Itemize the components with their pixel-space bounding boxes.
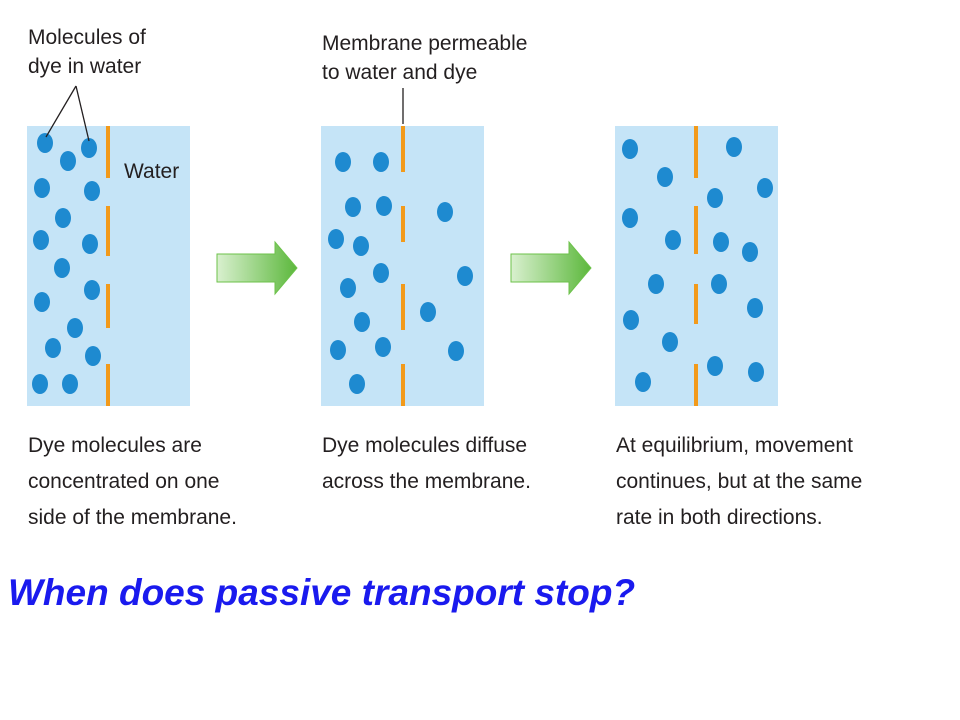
panel-diffusing xyxy=(321,126,484,406)
dye-molecules xyxy=(32,133,101,394)
membrane-label: Membrane permeable to water and dye xyxy=(322,32,533,84)
membrane xyxy=(401,126,405,406)
dye-molecules-label: Molecules of dye in water xyxy=(28,26,152,78)
caption-before: Dye molecules are concentrated on one si… xyxy=(28,434,237,529)
water-label: Water xyxy=(124,160,179,183)
dye-molecules xyxy=(622,137,773,392)
caption-equilibrium: At equilibrium, movement continues, but … xyxy=(616,434,868,529)
process-arrow xyxy=(216,240,298,296)
membrane xyxy=(106,126,110,406)
question-text: When does passive transport stop? xyxy=(8,572,636,613)
panel-before xyxy=(27,126,190,406)
leader-lines xyxy=(45,85,404,142)
caption-diffusing: Dye molecules diffuse across the membran… xyxy=(322,434,533,493)
dye-molecules xyxy=(328,152,473,394)
process-arrow xyxy=(510,240,592,296)
membrane xyxy=(694,126,698,406)
panel-equilibrium xyxy=(615,126,778,406)
